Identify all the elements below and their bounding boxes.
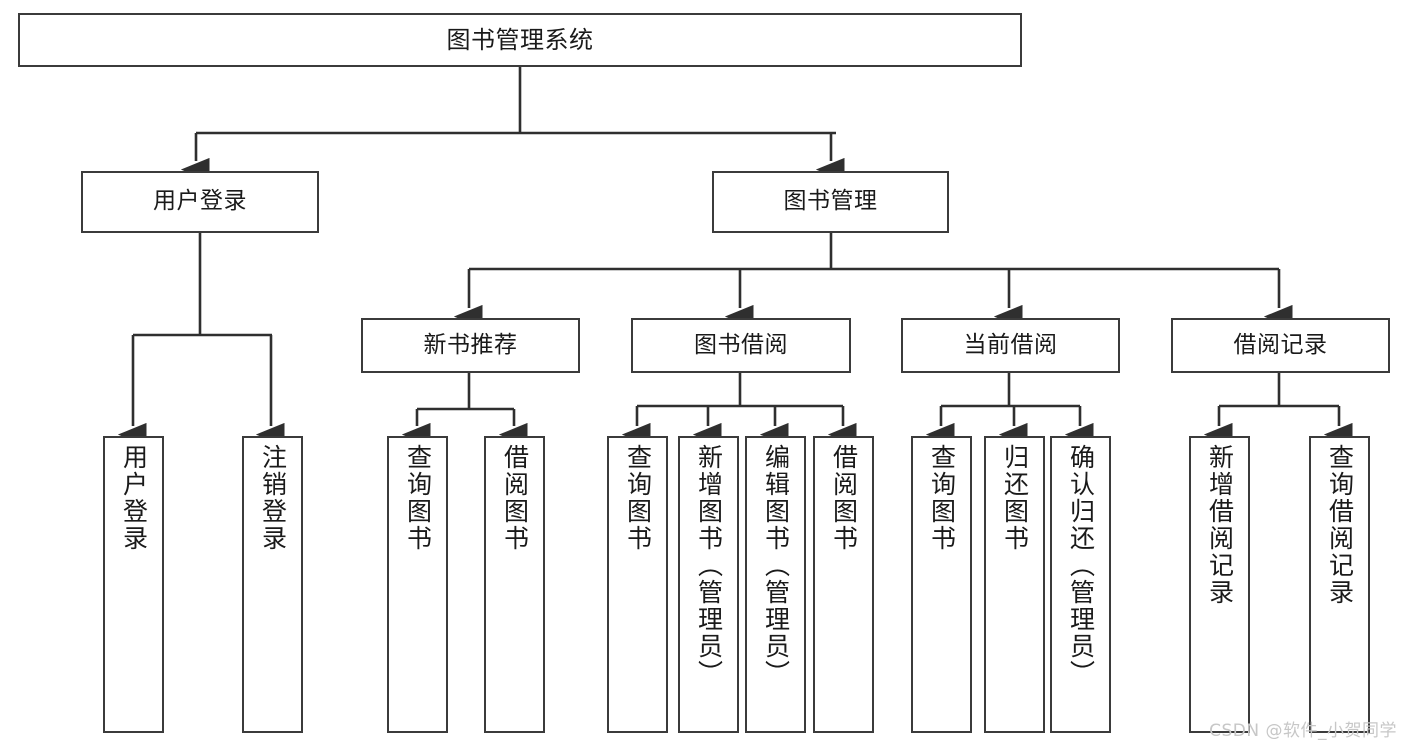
node-leaf-user-login[interactable]: 用户登录 xyxy=(103,436,164,733)
node-leaf-borrow-add-book[interactable]: 新增图书（管理员） xyxy=(678,436,739,733)
node-user-login-module[interactable]: 用户登录 xyxy=(81,171,319,233)
node-leaf-record-add[interactable]: 新增借阅记录 xyxy=(1189,436,1250,733)
node-borrow-records[interactable]: 借阅记录 xyxy=(1171,318,1390,373)
node-leaf-borrow-borrow-book-label: 借阅图书 xyxy=(829,444,859,552)
node-current-borrowing[interactable]: 当前借阅 xyxy=(901,318,1120,373)
node-leaf-current-query-book[interactable]: 查询图书 xyxy=(911,436,972,733)
node-book-management-module[interactable]: 图书管理 xyxy=(712,171,949,233)
node-leaf-borrow-edit-book[interactable]: 编辑图书（管理员） xyxy=(745,436,806,733)
node-leaf-borrow-edit-book-label: 编辑图书（管理员） xyxy=(761,444,791,687)
node-leaf-user-login-label: 用户登录 xyxy=(119,444,149,552)
node-leaf-new-query-book[interactable]: 查询图书 xyxy=(387,436,448,733)
csdn-watermark: CSDN @软件_小贺同学 xyxy=(1209,721,1397,741)
node-leaf-borrow-query-book-label: 查询图书 xyxy=(623,444,653,552)
node-leaf-current-return-book-label: 归还图书 xyxy=(1000,444,1030,552)
node-book-management-module-label: 图书管理 xyxy=(783,188,878,215)
node-leaf-new-borrow-book-label: 借阅图书 xyxy=(500,444,530,552)
node-leaf-current-confirm-return-label: 确认归还（管理员） xyxy=(1066,444,1096,687)
node-root-label: 图书管理系统 xyxy=(446,25,594,54)
node-leaf-current-confirm-return[interactable]: 确认归还（管理员） xyxy=(1050,436,1111,733)
node-book-borrowing[interactable]: 图书借阅 xyxy=(631,318,851,373)
node-current-borrowing-label: 当前借阅 xyxy=(963,331,1058,358)
node-leaf-current-query-book-label: 查询图书 xyxy=(927,444,957,552)
node-leaf-record-query[interactable]: 查询借阅记录 xyxy=(1309,436,1370,733)
node-leaf-borrow-query-book[interactable]: 查询图书 xyxy=(607,436,668,733)
node-leaf-borrow-add-book-label: 新增图书（管理员） xyxy=(694,444,724,687)
node-new-book-recommendation[interactable]: 新书推荐 xyxy=(361,318,580,373)
node-new-book-recommendation-label: 新书推荐 xyxy=(423,331,518,358)
node-user-login-module-label: 用户登录 xyxy=(153,188,247,215)
node-leaf-user-logout-label: 注销登录 xyxy=(258,444,288,552)
node-leaf-borrow-borrow-book[interactable]: 借阅图书 xyxy=(813,436,874,733)
node-leaf-record-add-label: 新增借阅记录 xyxy=(1205,444,1235,606)
node-leaf-user-logout[interactable]: 注销登录 xyxy=(242,436,303,733)
node-root[interactable]: 图书管理系统 xyxy=(18,13,1022,67)
node-leaf-new-query-book-label: 查询图书 xyxy=(403,444,433,552)
node-leaf-current-return-book[interactable]: 归还图书 xyxy=(984,436,1045,733)
node-leaf-new-borrow-book[interactable]: 借阅图书 xyxy=(484,436,545,733)
node-book-borrowing-label: 图书借阅 xyxy=(694,331,788,358)
node-borrow-records-label: 借阅记录 xyxy=(1233,331,1328,358)
node-leaf-record-query-label: 查询借阅记录 xyxy=(1325,444,1355,606)
